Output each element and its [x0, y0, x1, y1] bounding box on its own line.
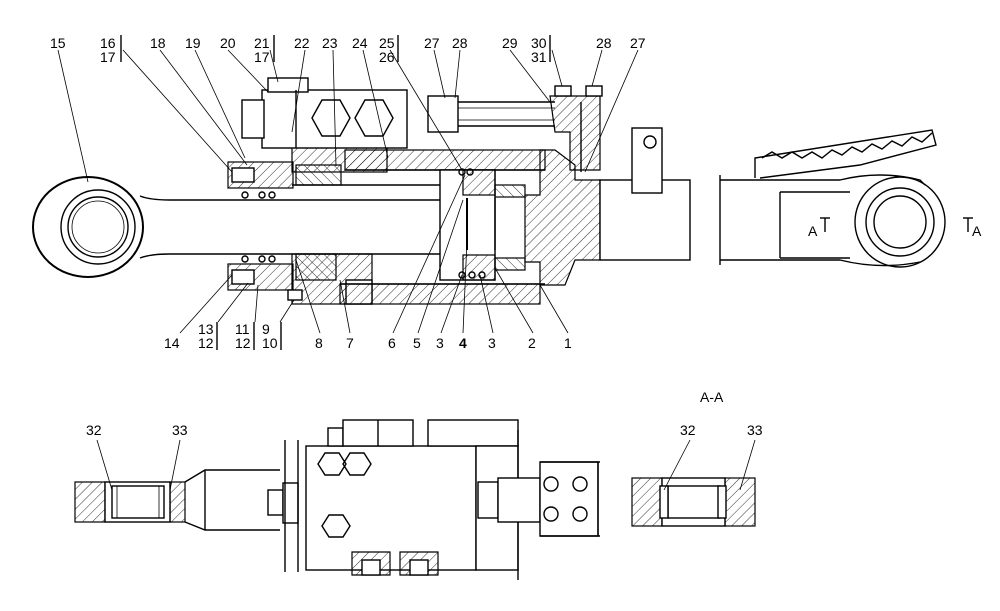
callout-20: 20: [220, 35, 236, 51]
callout-12b: 12: [235, 335, 251, 351]
callout-28b: 28: [596, 35, 612, 51]
cylinder-assembly-section: A A: [32, 35, 982, 351]
lower-view-body: [267, 419, 600, 580]
callout-12: 12: [198, 335, 214, 351]
left-eye-end: [32, 176, 240, 278]
callout-32-lower-left: 32: [86, 422, 102, 438]
callout-3: 3: [436, 335, 444, 351]
lower-view-left-eye: 32 33: [74, 422, 280, 531]
callout-21: 21: [254, 35, 270, 51]
right-eye-end: [719, 129, 946, 268]
callout-1: 1: [564, 335, 572, 351]
gland-nut: [227, 161, 294, 291]
callout-28: 28: [452, 35, 468, 51]
callout-31: 31: [531, 49, 547, 65]
piston-rod: [240, 199, 440, 255]
callout-9: 9: [262, 321, 270, 337]
callout-2: 2: [528, 335, 536, 351]
callout-15: 15: [50, 35, 66, 51]
external-pipe: [427, 85, 603, 172]
callout-5: 5: [413, 335, 421, 351]
callout-17: 17: [100, 49, 116, 65]
section-mark-right: A: [972, 223, 982, 239]
callouts-top: 15 16 17 18 19 20 21 17 22 23 24 25 26 2…: [50, 35, 646, 65]
section-title: A-A: [700, 389, 724, 405]
callout-24: 24: [352, 35, 368, 51]
callout-17b: 17: [254, 49, 270, 65]
piston: [439, 168, 526, 281]
callout-10: 10: [262, 335, 278, 351]
callout-16: 16: [100, 35, 116, 51]
callout-33-lower-left: 33: [172, 422, 188, 438]
callout-25: 25: [379, 35, 395, 51]
section-marks: A A: [808, 217, 982, 239]
callout-4: 4: [459, 335, 467, 351]
callout-8: 8: [315, 335, 323, 351]
callout-30: 30: [531, 35, 547, 51]
cylinder-tube: [339, 149, 546, 305]
callout-33-lower-right: 33: [747, 422, 763, 438]
callout-29: 29: [502, 35, 518, 51]
callout-22: 22: [294, 35, 310, 51]
callout-6: 6: [388, 335, 396, 351]
callout-27b: 27: [630, 35, 646, 51]
callout-26: 26: [379, 49, 395, 65]
callout-32-lower-right: 32: [680, 422, 696, 438]
leader-lines: [57, 49, 639, 334]
end-cap: [524, 127, 691, 286]
callout-7: 7: [346, 335, 354, 351]
callout-19: 19: [185, 35, 201, 51]
callout-23: 23: [322, 35, 338, 51]
callout-13: 13: [198, 321, 214, 337]
callouts-bottom: 14 13 12 11 12 9 10 8 7 6 5 3 4 3 2 1: [164, 321, 572, 351]
callout-18: 18: [150, 35, 166, 51]
section-mark-left: A: [808, 223, 818, 239]
callout-27: 27: [424, 35, 440, 51]
section-a-a-view: A-A 32 33: [631, 389, 763, 527]
valve-block: [241, 77, 408, 149]
callout-11: 11: [235, 321, 250, 337]
callout-3b: 3: [488, 335, 496, 351]
callout-14: 14: [164, 335, 180, 351]
